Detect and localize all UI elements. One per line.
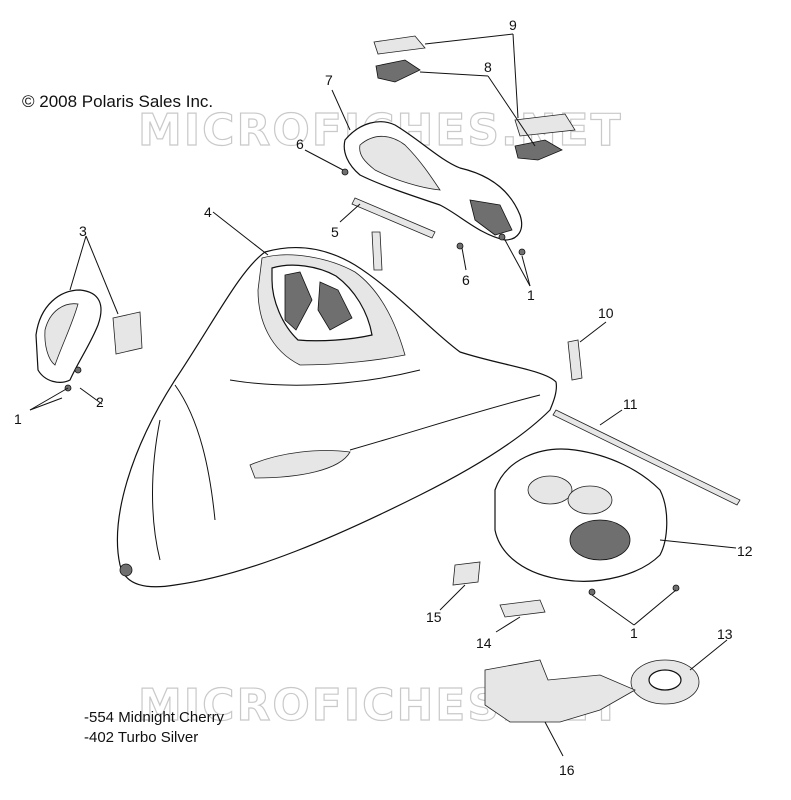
- color-code-list: -554 Midnight Cherry -402 Turbo Silver: [84, 708, 224, 748]
- leader-lines: [29, 33, 737, 757]
- callout-2: 2: [96, 394, 104, 410]
- trim-part-9a: [373, 35, 426, 55]
- pad-part-16: [484, 659, 636, 723]
- clip-part-10: [567, 339, 583, 381]
- callout-10: 10: [598, 305, 614, 321]
- trim-part-9b: [514, 113, 576, 137]
- callout-8: 8: [484, 59, 492, 75]
- console-part-12: [494, 448, 668, 582]
- color-code-item: -554 Midnight Cherry: [84, 709, 225, 726]
- grommet-part-13: [630, 659, 700, 705]
- clip-near-5: [371, 231, 383, 271]
- color-code-item: -402 Turbo Silver: [84, 729, 199, 746]
- callout-12: 12: [737, 543, 753, 559]
- copyright-notice: © 2008 Polaris Sales Inc.: [22, 92, 214, 111]
- hood-part-4: [116, 246, 557, 588]
- callout-13: 13: [717, 626, 733, 642]
- dash-panel-part-7: [343, 121, 523, 241]
- callout-6b: 6: [462, 272, 470, 288]
- decal-part-14: [499, 599, 546, 618]
- callout-14: 14: [476, 635, 492, 651]
- bracket-part-8a: [375, 59, 421, 83]
- decal-part-15: [452, 561, 481, 586]
- callout-4: 4: [204, 204, 212, 220]
- strip-part-5: [351, 197, 436, 239]
- callout-11: 11: [623, 396, 638, 412]
- callout-9: 9: [509, 17, 517, 33]
- bracket-part-8b: [514, 139, 563, 161]
- callout-1a: 1: [14, 411, 22, 427]
- callout-16: 16: [559, 762, 575, 778]
- callout-7: 7: [325, 72, 333, 88]
- mirror-part-3: [35, 289, 143, 383]
- callout-1c: 1: [527, 287, 535, 303]
- trim-strip-part-11: [552, 409, 741, 506]
- screws: [64, 168, 680, 596]
- callout-3: 3: [79, 223, 87, 239]
- callout-5: 5: [331, 224, 339, 240]
- callout-1b: 1: [630, 625, 638, 641]
- callout-6a: 6: [296, 136, 304, 152]
- callout-15: 15: [426, 609, 442, 625]
